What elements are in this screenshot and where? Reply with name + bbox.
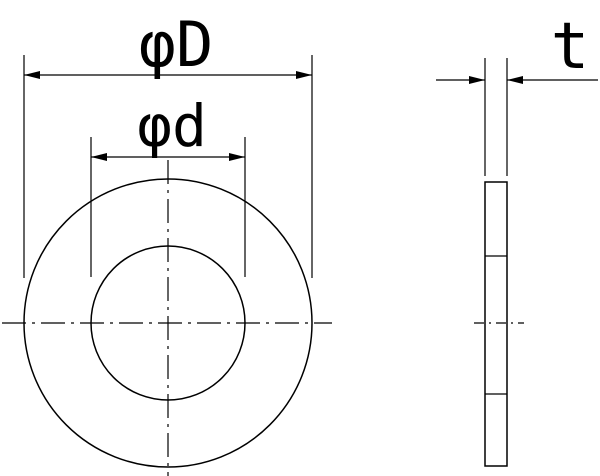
outer-arrow-right <box>296 71 312 79</box>
inner-arrow-left <box>91 153 107 161</box>
side-profile <box>484 181 508 467</box>
side-view <box>474 181 524 467</box>
thickness-dimension: t <box>436 10 598 176</box>
thickness-arrow-right <box>507 76 523 84</box>
thickness-arrow-left <box>469 76 485 84</box>
inner-diameter-dimension: φd <box>90 92 246 277</box>
outer-diameter-label: φD <box>139 8 214 81</box>
inner-arrow-right <box>229 153 245 161</box>
outer-diameter-dimension: φD <box>23 8 313 278</box>
thickness-label: t <box>551 10 590 84</box>
front-view <box>2 160 332 476</box>
outer-arrow-left <box>24 71 40 79</box>
inner-diameter-label: φd <box>137 92 207 160</box>
